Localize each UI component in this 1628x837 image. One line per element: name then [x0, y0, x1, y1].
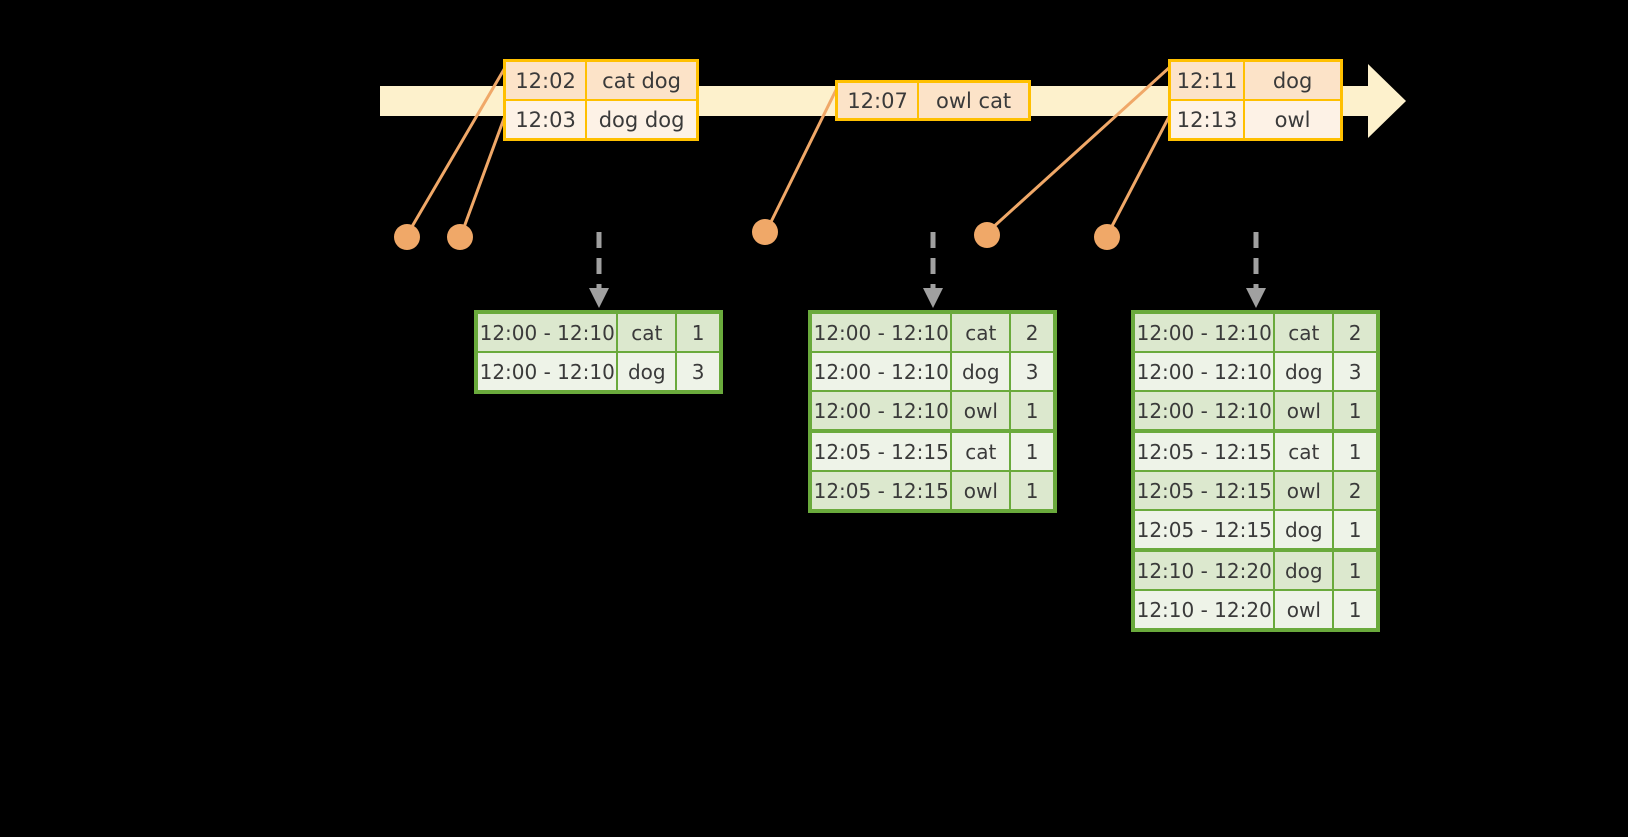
event-time: 12:02 — [506, 62, 588, 99]
cell-window: 12:00 - 12:10 — [1135, 392, 1274, 429]
event-words: cat dog — [587, 62, 696, 99]
cell-word: owl — [1273, 591, 1333, 628]
event-group-2: 12:07 owl cat — [835, 80, 1031, 121]
cell-window: 12:00 - 12:10 — [478, 353, 617, 390]
event-time: 12:03 — [506, 101, 588, 138]
cell-word: dog — [950, 353, 1010, 390]
cell-count: 3 — [1009, 353, 1054, 390]
cell-count: 2 — [1332, 314, 1377, 351]
cell-count: 3 — [1332, 353, 1377, 390]
event-time: 12:13 — [1171, 101, 1246, 138]
cell-word: owl — [1273, 392, 1333, 429]
cell-word: owl — [1273, 472, 1333, 509]
cell-window: 12:05 - 12:15 — [812, 472, 951, 509]
cell-word: cat — [1273, 433, 1333, 470]
event-words: owl cat — [919, 83, 1028, 118]
event-row: 12:13 owl — [1171, 99, 1340, 138]
event-words: dog — [1245, 62, 1340, 99]
event-row: 12:11 dog — [1171, 62, 1340, 99]
cell-window: 12:00 - 12:10 — [812, 392, 951, 429]
cell-word: owl — [950, 392, 1010, 429]
connector-dot — [1094, 224, 1120, 250]
connector-dot — [752, 219, 778, 245]
cell-word: dog — [1273, 353, 1333, 390]
cell-window: 12:10 - 12:20 — [1135, 591, 1274, 628]
cell-window: 12:00 - 12:10 — [812, 353, 951, 390]
cell-count: 3 — [675, 353, 720, 390]
cell-window: 12:00 - 12:10 — [812, 314, 951, 351]
connector-dot — [394, 224, 420, 250]
event-row: 12:02 cat dog — [506, 62, 696, 99]
cell-count: 2 — [1332, 472, 1377, 509]
event-time: 12:11 — [1171, 62, 1246, 99]
cell-window: 12:05 - 12:15 — [812, 433, 951, 470]
cell-count: 1 — [675, 314, 720, 351]
cell-count: 1 — [1332, 392, 1377, 429]
cell-word: cat — [616, 314, 676, 351]
cell-window: 12:00 - 12:10 — [478, 314, 617, 351]
dashed-down-arrow-icon — [589, 232, 609, 308]
cell-count: 1 — [1332, 511, 1377, 548]
cell-count: 1 — [1009, 472, 1054, 509]
cell-count: 1 — [1332, 433, 1377, 470]
cell-window: 12:05 - 12:15 — [1135, 433, 1274, 470]
timeline-arrowhead-icon — [1368, 64, 1406, 138]
cell-word: cat — [950, 433, 1010, 470]
dashed-down-arrow-icon — [923, 232, 943, 308]
event-words: owl — [1245, 101, 1340, 138]
cell-window: 12:00 - 12:10 — [1135, 314, 1274, 351]
cell-window: 12:05 - 12:15 — [1135, 511, 1274, 548]
cell-count: 1 — [1009, 392, 1054, 429]
dashed-down-arrow-icon — [1246, 232, 1266, 308]
cell-word: owl — [950, 472, 1010, 509]
cell-count: 1 — [1009, 433, 1054, 470]
cell-window: 12:05 - 12:15 — [1135, 472, 1274, 509]
event-row: 12:03 dog dog — [506, 99, 696, 138]
connector-dot — [974, 222, 1000, 248]
cell-word: cat — [1273, 314, 1333, 351]
cell-window: 12:10 - 12:20 — [1135, 552, 1274, 589]
event-time: 12:07 — [838, 83, 920, 118]
event-group-3: 12:11 dog 12:13 owl — [1168, 59, 1343, 141]
cell-word: cat — [950, 314, 1010, 351]
event-row: 12:07 owl cat — [838, 83, 1028, 118]
event-words: dog dog — [587, 101, 696, 138]
cell-count: 1 — [1332, 591, 1377, 628]
cell-word: dog — [1273, 552, 1333, 589]
connector-dot — [447, 224, 473, 250]
event-group-1: 12:02 cat dog 12:03 dog dog — [503, 59, 699, 141]
cell-word: dog — [1273, 511, 1333, 548]
cell-count: 1 — [1332, 552, 1377, 589]
cell-count: 2 — [1009, 314, 1054, 351]
cell-word: dog — [616, 353, 676, 390]
cell-window: 12:00 - 12:10 — [1135, 353, 1274, 390]
